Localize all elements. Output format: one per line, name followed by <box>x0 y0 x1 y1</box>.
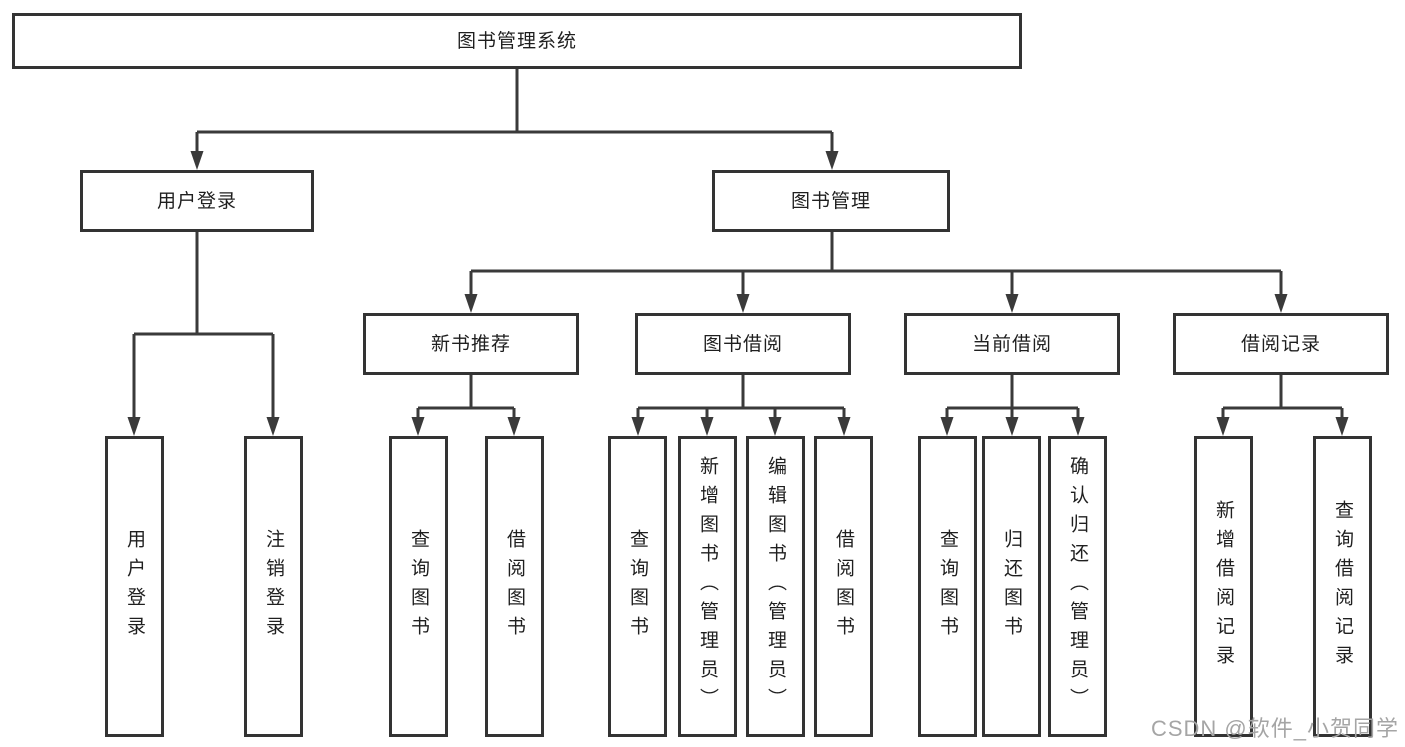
leaf-query-borrow-record: 查询借阅记录 <box>1313 436 1372 737</box>
leaf-add-borrow-record: 新增借阅记录 <box>1194 436 1253 737</box>
leaf-borrow-books: 借阅图书 <box>814 436 873 737</box>
leaf-add-book-admin: 新增图书（管理员） <box>678 436 737 737</box>
leaf-borrow-books: 借阅图书 <box>485 436 544 737</box>
node-library-management-system: 图书管理系统 <box>12 13 1022 69</box>
leaf-confirm-return-admin: 确认归还（管理员） <box>1048 436 1107 737</box>
watermark: CSDN @软件_小贺同学 <box>1150 716 1399 741</box>
leaf-query-books: 查询图书 <box>918 436 977 737</box>
node-borrowing-records: 借阅记录 <box>1173 313 1389 375</box>
leaf-query-books: 查询图书 <box>608 436 667 737</box>
node-current-borrowing: 当前借阅 <box>904 313 1120 375</box>
leaf-user-login: 用户登录 <box>105 436 164 737</box>
leaf-edit-book-admin: 编辑图书（管理员） <box>746 436 805 737</box>
node-user-login: 用户登录 <box>80 170 314 232</box>
leaf-query-books: 查询图书 <box>389 436 448 737</box>
leaf-logout: 注销登录 <box>244 436 303 737</box>
node-book-management: 图书管理 <box>712 170 950 232</box>
node-book-borrowing: 图书借阅 <box>635 313 851 375</box>
node-new-book-recommendation: 新书推荐 <box>363 313 579 375</box>
leaf-return-books: 归还图书 <box>982 436 1041 737</box>
